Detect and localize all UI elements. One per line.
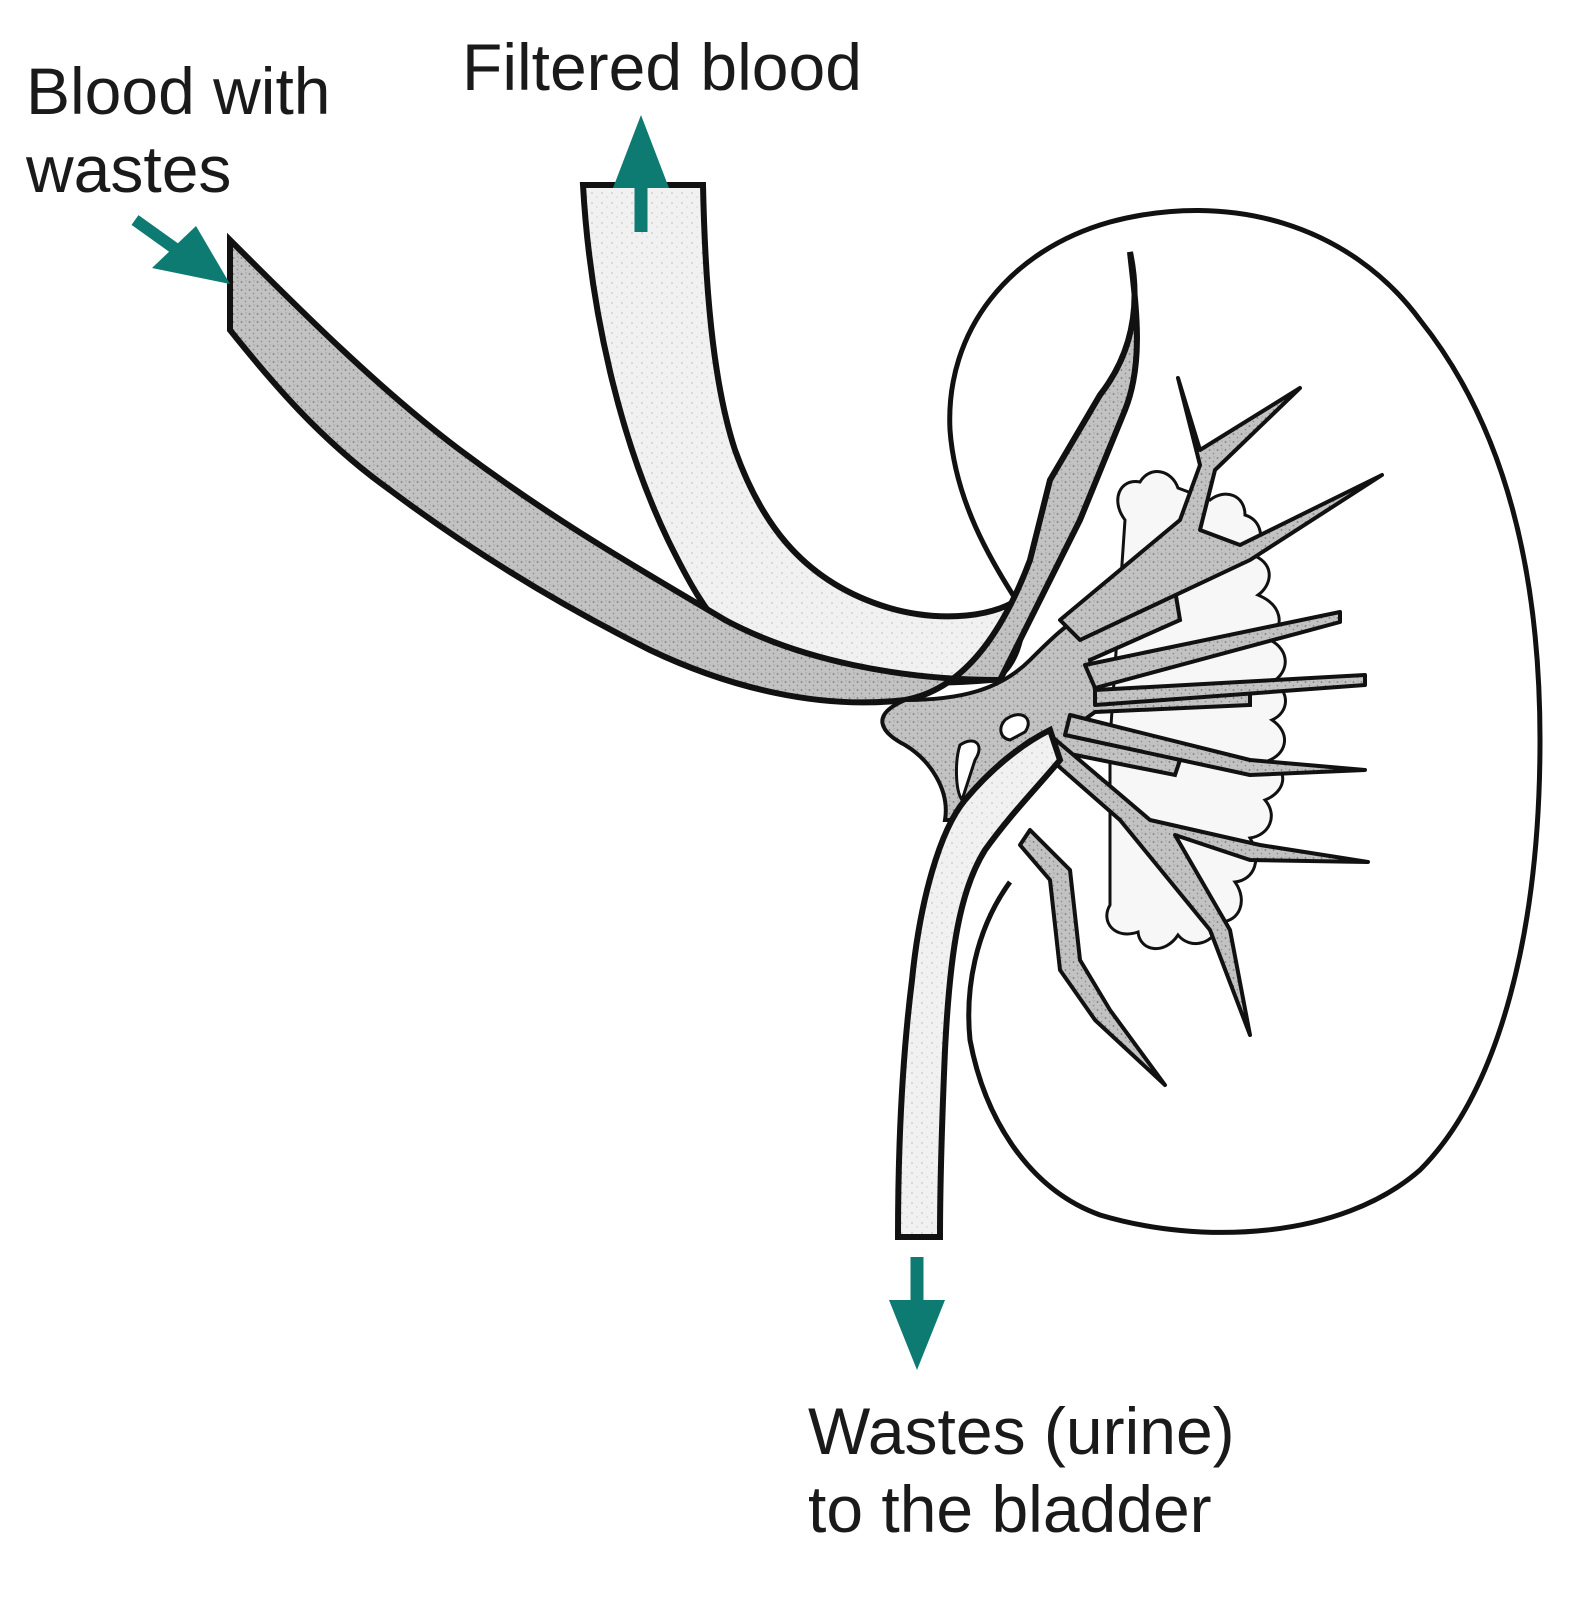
ureter bbox=[894, 725, 1064, 1240]
ureter-small-vessel bbox=[955, 739, 981, 804]
filtered-blood-label: Filtered blood bbox=[462, 30, 862, 104]
ureter-small-vessel bbox=[999, 713, 1030, 742]
arrow-down-icon bbox=[889, 1257, 945, 1370]
arrow-up-icon bbox=[613, 115, 669, 232]
wastes-urine-line2: to the bladder bbox=[808, 1472, 1212, 1546]
wastes-urine-line1: Wastes (urine) bbox=[808, 1394, 1235, 1468]
arrow-down-right-icon bbox=[131, 215, 230, 284]
renal-artery bbox=[227, 232, 1140, 706]
blood-with-wastes-line2: wastes bbox=[26, 132, 232, 206]
kidney-outline bbox=[947, 207, 1543, 1235]
blood-with-wastes-label: Blood with wastes bbox=[26, 52, 331, 208]
renal-branches bbox=[1018, 376, 1384, 1087]
blood-with-wastes-line1: Blood with bbox=[26, 54, 331, 128]
wastes-urine-label: Wastes (urine) to the bladder bbox=[808, 1392, 1235, 1548]
